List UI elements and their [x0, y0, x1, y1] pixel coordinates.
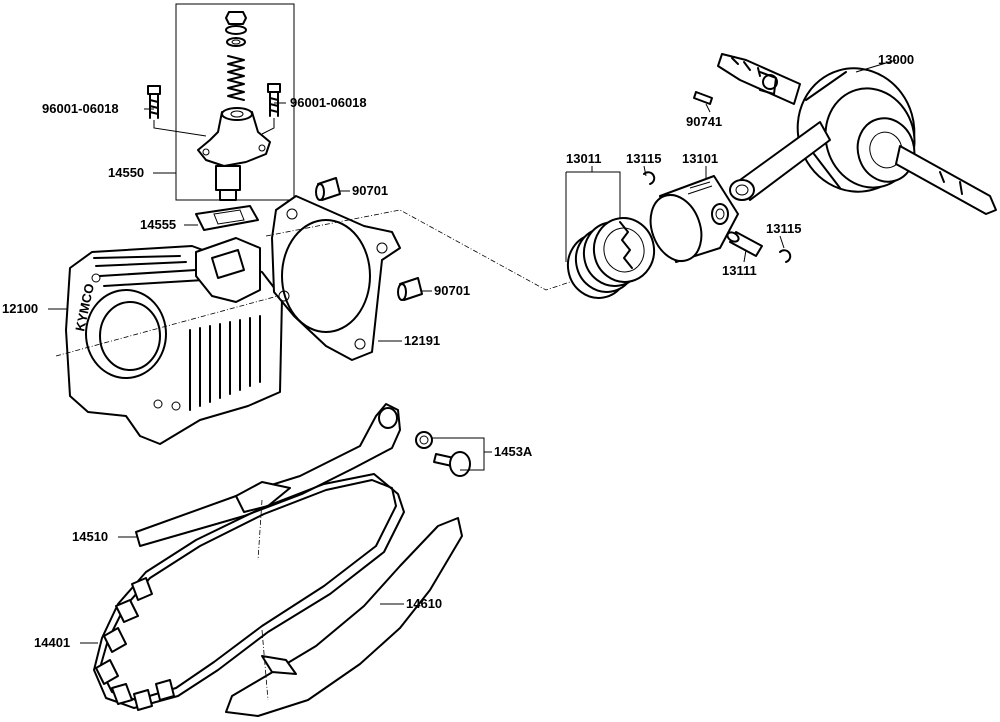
- leader-lines: [48, 59, 897, 644]
- label-guide-bolt-set: 1453A: [494, 444, 533, 459]
- label-cylinder-gasket: 12191: [404, 333, 440, 348]
- guide-bolt-set: [415, 431, 471, 477]
- piston-clip-lower: [779, 249, 792, 263]
- cam-chain: [93, 473, 405, 711]
- label-tensioner-gasket: 14555: [140, 217, 176, 232]
- tensioner-cap-bolt: [225, 11, 247, 47]
- piston: [649, 175, 739, 263]
- label-clip-upper: 13115: [626, 151, 661, 166]
- label-piston-pin: 13111: [722, 263, 757, 278]
- tensioner-bolt-left: [147, 85, 161, 119]
- label-dowel-upper: 90701: [352, 183, 388, 198]
- tensioner-bolt-right: [267, 83, 281, 117]
- cylinder-gasket: [271, 195, 401, 361]
- label-cylinder: 12100: [2, 301, 38, 316]
- cylinder-block: KYMCO: [55, 237, 301, 445]
- woodruff-key: [693, 91, 713, 105]
- label-chain-guide: 14610: [406, 596, 442, 611]
- piston-rings: [566, 217, 656, 299]
- tensioner-spring: [227, 55, 245, 101]
- part-labels: 96001-06018 96001-06018 14550 14555 9070…: [2, 52, 914, 650]
- dowel-pin-upper: [315, 177, 341, 201]
- label-clip-lower: 13115: [766, 221, 801, 236]
- label-bolt-right: 96001-06018: [290, 95, 367, 110]
- label-dowel-lower: 90701: [434, 283, 470, 298]
- tensioner-assembly: [147, 3, 295, 201]
- label-crankshaft: 13000: [878, 52, 914, 67]
- dowel-pin-lower: [397, 277, 423, 301]
- chain-guide: [225, 517, 463, 717]
- label-tensioner-guide: 14510: [72, 529, 108, 544]
- crankshaft: [717, 53, 997, 215]
- piston-pin: [726, 231, 763, 257]
- label-cam-chain: 14401: [34, 635, 70, 650]
- piston-clip-upper: [643, 171, 656, 185]
- tensioner-gasket: [195, 205, 259, 231]
- label-piston-rings: 13011: [566, 151, 601, 166]
- tensioner-body: [197, 107, 271, 201]
- label-piston: 13101: [682, 151, 718, 166]
- label-woodruff-key: 90741: [686, 114, 722, 129]
- label-tensioner: 14550: [108, 165, 144, 180]
- label-bolt-left: 96001-06018: [42, 101, 119, 116]
